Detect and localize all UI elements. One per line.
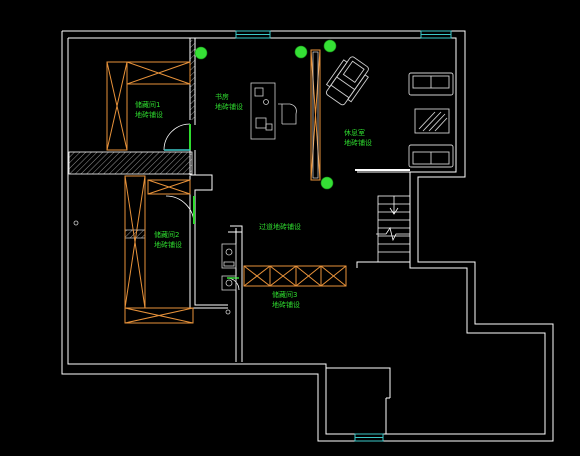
lower-room-wall [326,367,391,398]
corridor-label: 过道地砖铺设 [259,222,301,232]
hatched-wall-small [124,229,146,239]
stair-icon [376,195,411,263]
storage1-label: 储藏间1 地砖铺设 [135,100,163,120]
storage3-name: 储藏间3 [272,291,298,299]
lounge-label: 休息室 地砖铺设 [344,128,372,148]
desk-icon [250,82,297,140]
appliance [73,220,237,315]
coffee-table [414,108,450,134]
storage3-label: 储藏间3 地砖铺设 [272,290,300,310]
storage-cabinets [106,61,347,324]
storage2-floor: 地砖铺设 [154,241,182,249]
storage1-floor: 地砖铺设 [135,111,163,119]
storage1-name: 储藏间1 [135,101,161,109]
stair-wall-2 [356,261,410,268]
storage3-floor: 地砖铺设 [272,301,300,309]
window-icon [235,30,452,442]
study-shelf [310,49,321,181]
lounge-name: 休息室 [344,129,365,137]
sofa-icon [408,72,454,168]
corridor-partition-top [228,225,243,233]
study-label: 书房 地砖铺设 [215,92,243,112]
door-icon [163,123,410,291]
inner-wall-outline [67,37,546,435]
storage-partition-3 [189,150,228,306]
lounge-chair-icon [325,56,369,106]
plant-icon [194,39,337,190]
storage2-label: 储藏间2 地砖铺设 [154,230,182,250]
storage2-name: 储藏间2 [154,231,180,239]
study-name: 书房 [215,93,229,101]
outer-wall-outline [61,30,554,442]
hatched-wall-vertical [190,40,195,120]
study-floor: 地砖铺设 [215,103,243,111]
hatched-wall-horizontal [68,151,193,175]
lounge-floor: 地砖铺设 [344,139,372,147]
corridor-text: 过道地砖铺设 [259,223,301,231]
